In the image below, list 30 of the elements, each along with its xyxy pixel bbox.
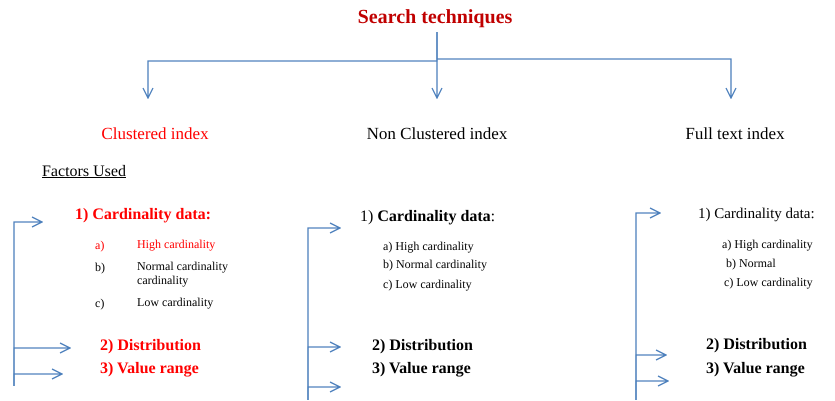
category-label: Full text index — [684, 124, 786, 144]
list-marker: b) — [95, 261, 106, 275]
factor-heading: 3) Value range — [100, 360, 200, 378]
factor-heading: 3) Value range — [372, 360, 472, 378]
arrow — [635, 207, 661, 400]
list-item: c) Low cardinality — [724, 276, 814, 290]
list-marker: c) — [95, 297, 106, 311]
list-item: c) Low cardinality — [383, 278, 473, 292]
list-item: Low cardinality — [137, 296, 214, 310]
factor-heading: 1) Cardinality data: — [75, 206, 212, 224]
list-item: a) High cardinality — [383, 240, 475, 254]
factor-heading: 1) Cardinality data: — [360, 208, 496, 226]
factor-heading: 2) Distribution — [706, 336, 808, 354]
arrow — [307, 222, 341, 400]
factor-heading: 3) Value range — [706, 360, 806, 378]
section-heading: Factors Used — [42, 163, 126, 182]
category-label: Clustered index — [100, 124, 210, 144]
arrow — [13, 216, 43, 386]
factor-heading: 1) Cardinality data: — [698, 206, 816, 224]
list-item: b) Normal cardinality — [383, 258, 488, 272]
list-item: b) Normal — [726, 257, 777, 271]
arrow — [142, 32, 438, 99]
category-label: Non Clustered index — [366, 124, 508, 144]
factor-heading: 2) Distribution — [100, 337, 202, 356]
factor-heading: 2) Distribution — [372, 337, 474, 356]
list-item: a) High cardinality — [722, 238, 814, 252]
list-item: Normal cardinality cardinality — [137, 260, 229, 288]
list-marker: a) — [95, 239, 106, 253]
list-item: High cardinality — [137, 238, 216, 252]
title-text: Search techniques — [356, 6, 514, 29]
